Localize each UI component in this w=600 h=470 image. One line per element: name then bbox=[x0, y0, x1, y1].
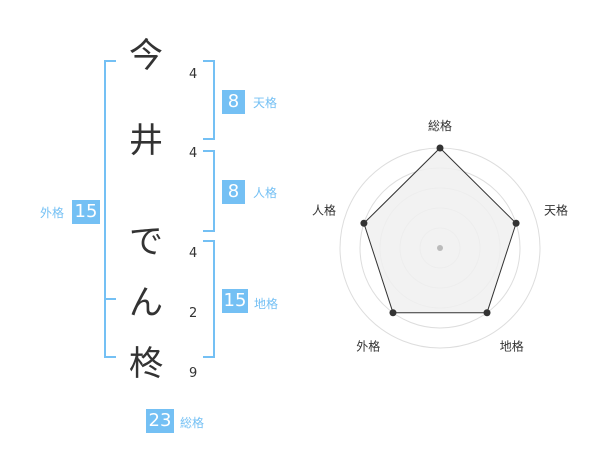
tenkaku-value: 8 bbox=[222, 90, 245, 114]
radar-point bbox=[483, 309, 491, 317]
tenkaku-label: 天格 bbox=[253, 96, 278, 110]
name-char-1: 今 bbox=[129, 36, 163, 76]
chikaku-value: 15 bbox=[222, 289, 248, 313]
jinkaku-value: 8 bbox=[222, 180, 245, 204]
radar-polygon bbox=[363, 147, 517, 314]
jinkaku-bracket-top bbox=[203, 150, 215, 152]
tenkaku-bracket-top bbox=[203, 60, 215, 62]
radar-center-dot bbox=[437, 245, 443, 251]
radar-axis-label: 総格 bbox=[428, 118, 452, 133]
stroke-count-2: 4 bbox=[189, 146, 198, 161]
stroke-count-4: 2 bbox=[189, 306, 198, 321]
radar-point bbox=[436, 144, 444, 152]
stroke-count-1: 4 bbox=[189, 67, 198, 82]
radar-point bbox=[360, 219, 368, 227]
chikaku-bracket-top bbox=[203, 240, 215, 242]
chikaku-label: 地格 bbox=[254, 297, 279, 311]
radar-axis-label: 人格 bbox=[312, 202, 336, 217]
jinkaku-bracket bbox=[213, 150, 215, 232]
jinkaku-label: 人格 bbox=[253, 186, 278, 200]
chikaku-bracket-bottom bbox=[203, 356, 215, 358]
gaikaku-value: 15 bbox=[72, 200, 100, 224]
tenkaku-bracket bbox=[213, 60, 215, 140]
name-char-3: で bbox=[129, 222, 163, 262]
gaikaku-bracket bbox=[104, 60, 106, 358]
radar-axis-label: 地格 bbox=[500, 339, 524, 354]
tenkaku-bracket-bottom bbox=[203, 138, 215, 140]
jinkaku-bracket-bottom bbox=[203, 230, 215, 232]
soukaku-label: 総格 bbox=[180, 416, 205, 430]
stroke-count-3: 4 bbox=[189, 246, 198, 261]
chikaku-bracket bbox=[213, 240, 215, 358]
name-char-4: ん bbox=[129, 283, 163, 323]
stroke-count-5: 9 bbox=[189, 366, 198, 381]
name-char-2: 井 bbox=[129, 121, 163, 161]
name-char-5: 柊 bbox=[129, 344, 163, 384]
radar-axis-label: 外格 bbox=[356, 339, 380, 354]
radar-points bbox=[360, 144, 520, 317]
radar-axis-label: 天格 bbox=[544, 202, 568, 217]
gaikaku-bracket-top bbox=[104, 60, 116, 62]
gaikaku-bracket-mid bbox=[104, 298, 116, 300]
soukaku-value: 23 bbox=[146, 409, 174, 433]
radar-point bbox=[389, 309, 397, 317]
radar-point bbox=[512, 219, 520, 227]
gaikaku-bracket-bottom bbox=[104, 356, 116, 358]
gaikaku-label: 外格 bbox=[40, 206, 65, 220]
